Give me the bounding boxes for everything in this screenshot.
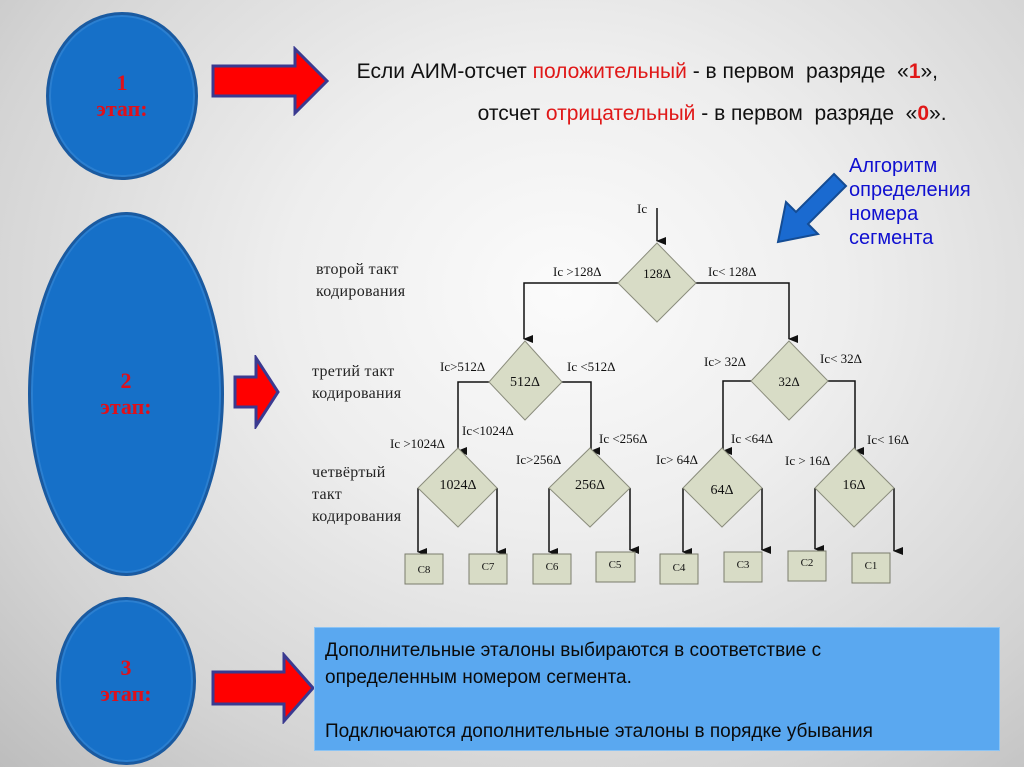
stage-3-info-box: Дополнительные эталоны выбираются в соот… xyxy=(314,627,1000,751)
algorithm-caption-line-3: номера xyxy=(849,203,919,225)
connector-128-left xyxy=(523,282,618,343)
stage-3-text-line-1: Дополнительные эталоны выбираются в соот… xyxy=(325,640,822,661)
segment-box-c7 xyxy=(468,553,508,585)
condition-lt128: Ic< 128Δ xyxy=(708,264,757,279)
condition-gt32: Ic> 32Δ xyxy=(704,354,746,369)
connector-512-right xyxy=(562,381,600,455)
connector-512-left xyxy=(457,381,489,455)
decision-512-label: 512Δ xyxy=(510,375,540,390)
algorithm-arrow-icon xyxy=(776,172,848,244)
segment-box-c1 xyxy=(851,552,891,584)
decision-512 xyxy=(488,340,563,421)
segment-box-c2 xyxy=(787,550,827,582)
decision-32 xyxy=(750,340,829,421)
stage-1-rule-negative: отсчет отрицательный - в первом разряде … xyxy=(466,78,947,126)
segment-label-c6: C6 xyxy=(546,561,559,573)
stage-1-label: этап: xyxy=(96,96,148,121)
step-label-fourth-line-2: такт xyxy=(312,486,343,503)
stage-2-oval: 2 этап: xyxy=(28,212,224,576)
condition-gt1024: Ic >1024Δ xyxy=(390,436,445,451)
condition-lt16: Ic< 16Δ xyxy=(867,432,909,447)
stage-1-oval: 1 этап: xyxy=(46,12,198,180)
step-label-second-line-2: кодирования xyxy=(316,283,406,300)
stage-3-number: 3 xyxy=(120,655,132,680)
condition-lt256: Ic <256Δ xyxy=(599,431,648,446)
decision-32-label: 32Δ xyxy=(778,374,799,389)
segment-box-c5 xyxy=(595,551,636,583)
input-label: Ic xyxy=(637,201,647,216)
stage-3-arrow-icon xyxy=(211,652,315,724)
algorithm-caption-line-1: Алгоритм xyxy=(849,155,938,177)
stage-1-arrow-icon xyxy=(211,46,330,116)
step-label-second: второй такт кодирования xyxy=(316,259,405,303)
step-label-fourth-line-3: кодирования xyxy=(312,508,402,525)
decision-64-label: 64Δ xyxy=(710,483,733,498)
condition-gt64: Ic> 64Δ xyxy=(656,452,698,467)
condition-lt1024: Ic<1024Δ xyxy=(462,423,514,438)
condition-gt512: Ic>512Δ xyxy=(440,359,485,374)
step-label-fourth: четвёртый такт кодирования xyxy=(312,462,401,528)
stage-3-label: этап: xyxy=(100,681,152,706)
condition-gt256: Ic>256Δ xyxy=(516,452,561,467)
step-label-second-line-1: второй такт xyxy=(316,261,399,278)
segment-label-c8: C8 xyxy=(418,564,431,576)
decision-128-label: 128Δ xyxy=(643,266,671,281)
algorithm-caption: Алгоритм определения номера сегмента xyxy=(849,154,971,250)
rule-negative-highlight: отрицательный xyxy=(545,102,696,125)
step-label-third-line-1: третий такт xyxy=(312,363,395,380)
decision-1024-label: 1024Δ xyxy=(439,478,476,493)
stage-2-arrow-icon xyxy=(233,355,280,429)
connector-32-right xyxy=(828,380,864,455)
segment-flowchart: Ic 128Δ 512Δ 32Δ 1024Δ 256Δ 64Δ 16Δ Ic >… xyxy=(390,201,909,585)
stage-3-text-line-2: определенным номером сегмента. xyxy=(325,667,632,688)
segment-label-c4: C4 xyxy=(673,562,686,574)
condition-lt32: Ic< 32Δ xyxy=(820,351,862,366)
rule-negative-prefix: отсчет xyxy=(477,102,546,125)
condition-gt128: Ic >128Δ xyxy=(553,264,602,279)
decision-16-label: 16Δ xyxy=(842,478,865,493)
segment-label-c5: C5 xyxy=(609,559,622,571)
decision-64 xyxy=(682,447,763,528)
stage-1-number: 1 xyxy=(116,70,128,95)
rule-positive-highlight: положительный xyxy=(532,60,687,83)
rule-negative-middle: - в первом разряде « xyxy=(695,102,918,125)
condition-lt64: Ic <64Δ xyxy=(731,431,773,446)
rule-negative-digit: 0 xyxy=(917,102,930,125)
connector-32-left xyxy=(722,380,751,455)
stage-2-number: 2 xyxy=(120,368,132,393)
segment-label-c1: C1 xyxy=(865,560,878,572)
decision-256 xyxy=(548,447,631,528)
rule-positive-suffix: », xyxy=(920,60,939,83)
stage-3-oval: 3 этап: xyxy=(56,597,196,765)
rule-positive-digit: 1 xyxy=(908,60,921,83)
segment-box-c3 xyxy=(723,551,763,583)
condition-gt16: Ic > 16Δ xyxy=(785,453,830,468)
stage-3-text-spacer xyxy=(325,691,989,718)
stage-3-text-line-3: Подключаются дополнительные эталоны в по… xyxy=(325,721,873,742)
segment-box-c8 xyxy=(404,553,444,585)
segment-label-c2: C2 xyxy=(801,557,814,569)
segment-box-c4 xyxy=(659,553,699,585)
algorithm-caption-line-4: сегмента xyxy=(849,227,934,249)
step-label-fourth-line-1: четвёртый xyxy=(312,464,386,481)
decision-1024 xyxy=(417,447,498,528)
connector-128-right xyxy=(696,282,798,343)
step-label-third-line-2: кодирования xyxy=(312,385,402,402)
stage-1-rule-positive: Если АИМ-отсчет положительный - в первом… xyxy=(345,36,938,84)
step-label-third: третий такт кодирования xyxy=(312,361,401,405)
decision-256-label: 256Δ xyxy=(575,478,605,493)
condition-lt512: Ic <512Δ xyxy=(567,359,616,374)
decision-16 xyxy=(814,447,895,528)
rule-positive-middle: - в первом разряде « xyxy=(686,60,909,83)
segment-label-c7: C7 xyxy=(482,561,495,573)
algorithm-caption-line-2: определения xyxy=(849,179,971,201)
rule-positive-prefix: Если АИМ-отсчет xyxy=(356,60,533,83)
stage-2-label: этап: xyxy=(100,394,152,419)
decision-128 xyxy=(617,242,697,323)
segment-label-c3: C3 xyxy=(737,559,750,571)
segment-box-c6 xyxy=(532,553,572,585)
rule-negative-suffix: ». xyxy=(929,102,947,125)
